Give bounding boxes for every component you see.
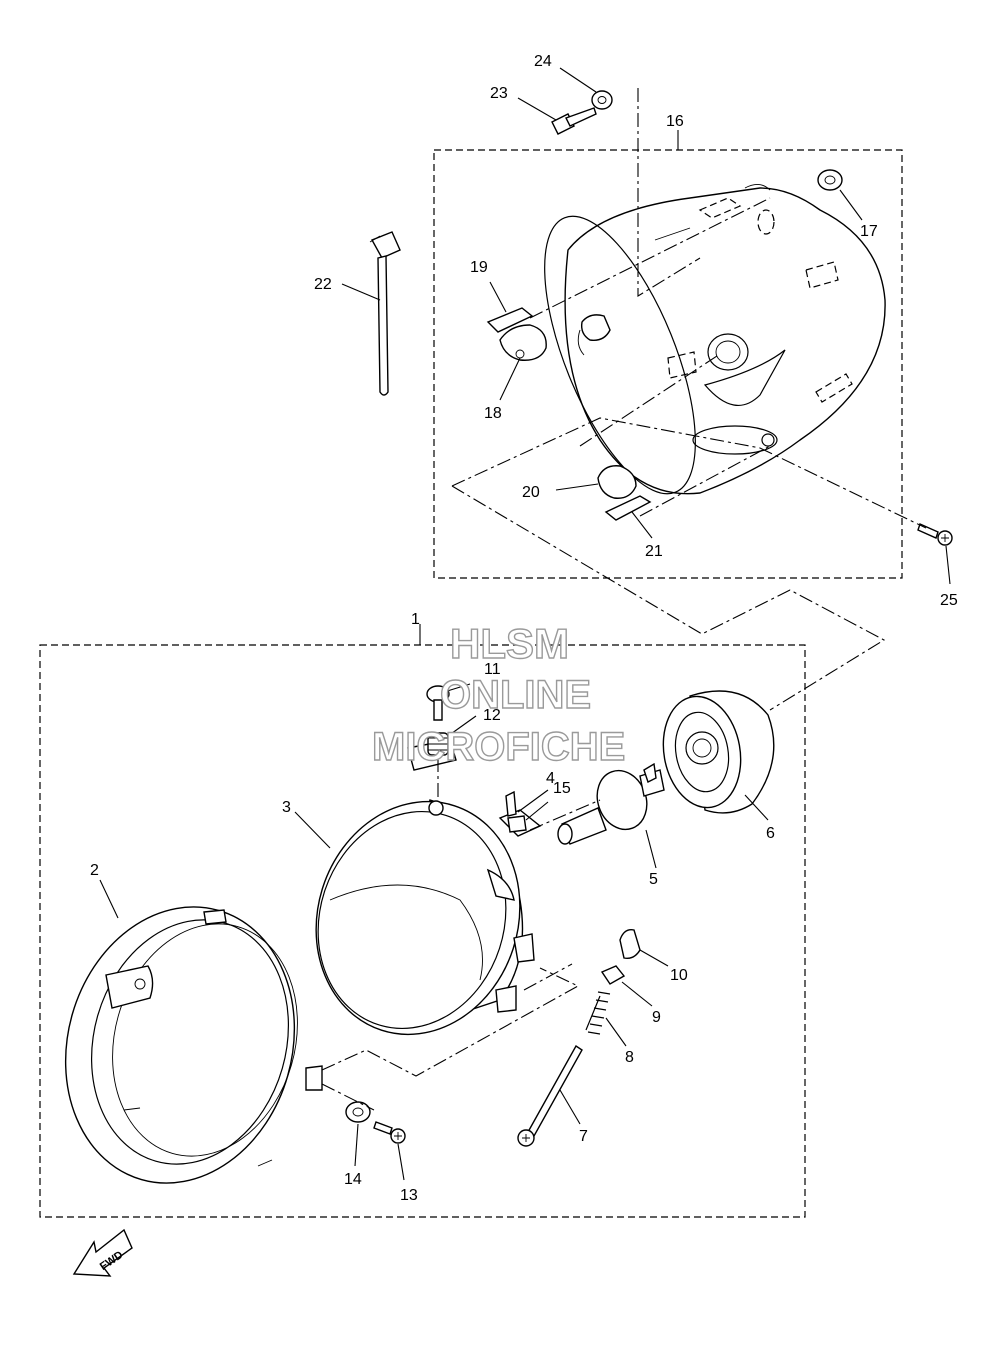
- callout-22: 22: [314, 276, 332, 293]
- callout-1: 1: [411, 611, 420, 628]
- clip-part-20: [597, 465, 637, 499]
- headlight-rim: [64, 906, 323, 1184]
- assembly-lines: [321, 88, 927, 1111]
- housing-group-box: [433, 149, 903, 579]
- spring-part-8: [585, 991, 611, 1035]
- callout-6: 6: [766, 825, 775, 842]
- callout-10: 10: [670, 967, 688, 984]
- headlight-group-box: [39, 644, 806, 1218]
- callout-4: 4: [546, 770, 555, 787]
- callout-12: 12: [483, 707, 501, 724]
- callout-2: 2: [90, 862, 99, 879]
- forward-direction-arrow: FWD: [72, 1228, 133, 1277]
- callout-15: 15: [553, 780, 571, 797]
- callout-3: 3: [282, 799, 291, 816]
- washer-part-24: [591, 90, 613, 110]
- callout-20: 20: [522, 484, 540, 501]
- bulb-cover-part-6: [662, 690, 775, 814]
- plate-part-21: [604, 495, 652, 521]
- callout-18: 18: [484, 405, 502, 422]
- housing-clip-upper: [580, 314, 611, 341]
- callout-21: 21: [645, 543, 663, 560]
- grommet-part-17: [817, 169, 843, 191]
- bulb-part-5: [557, 762, 665, 845]
- plate-part-19: [486, 307, 534, 333]
- headlight-housing: [544, 184, 886, 495]
- callout-16: 16: [666, 113, 684, 130]
- callout-7: 7: [579, 1128, 588, 1145]
- watermark-line-1: HLSM: [450, 620, 569, 667]
- callout-11: 11: [484, 661, 501, 678]
- screw-part-25: [917, 523, 953, 546]
- callout-17: 17: [860, 223, 878, 240]
- screw-part-11: [426, 685, 450, 721]
- collar-part-10: [619, 929, 641, 960]
- callout-5: 5: [649, 871, 658, 888]
- watermark-line-3: MICROFICHE: [372, 725, 625, 769]
- nut-part-15: [507, 815, 527, 833]
- callout-23: 23: [490, 85, 508, 102]
- callout-19: 19: [470, 259, 488, 276]
- callout-9: 9: [652, 1009, 661, 1026]
- screw-part-13: [373, 1121, 406, 1144]
- callout-24: 24: [534, 53, 552, 70]
- cable-tie-part-22: [369, 231, 401, 396]
- watermark: HLSM ONLINE MICROFICHE: [371, 619, 626, 769]
- clip-part-18: [499, 324, 547, 361]
- nut-part-9: [600, 965, 626, 985]
- callout-13: 13: [400, 1187, 418, 1204]
- watermark-line-2: ONLINE: [440, 673, 591, 717]
- grommet-part-14: [345, 1101, 371, 1123]
- callout-labels: 1 2 3 4 5 6 7 8 9 10 11 12 13 14 15 16 1…: [90, 53, 958, 1204]
- callout-25: 25: [940, 592, 958, 609]
- callout-8: 8: [625, 1049, 634, 1066]
- headlight-unit: [315, 739, 535, 1036]
- bolt-part-7: [517, 1044, 583, 1147]
- spring-part-12: [427, 732, 449, 756]
- bolt-part-23: [551, 107, 597, 135]
- callout-14: 14: [344, 1171, 362, 1188]
- leader-lines: [99, 67, 951, 1181]
